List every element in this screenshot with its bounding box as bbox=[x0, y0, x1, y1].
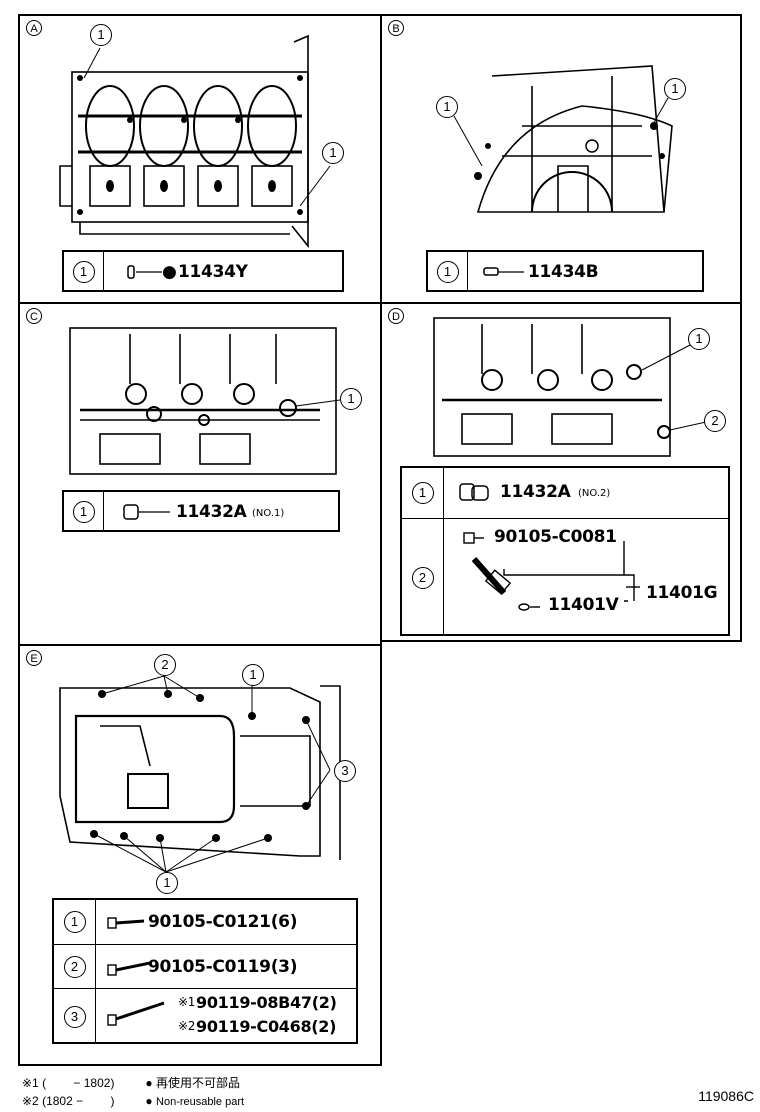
bolt-icon bbox=[107, 961, 151, 976]
footnote-1: ※1 ( − 1802) ● 再使用不可部品 bbox=[22, 1074, 240, 1091]
panel-e: E 2 1 3 1 1 bbox=[18, 644, 382, 1066]
row-number: 3 bbox=[63, 1005, 86, 1028]
parts-table-d: 1 11432A (NO.2) 2 bbox=[400, 466, 730, 636]
cylinder-block-end-drawing bbox=[453, 65, 673, 213]
part-number-oil-jet: 11401V bbox=[548, 595, 619, 615]
table-row: 1 11432A (NO.1) bbox=[64, 492, 338, 532]
part-number-2: 90119-C0468(2) bbox=[196, 1017, 337, 1036]
oil-jet-assembly-icon bbox=[463, 532, 640, 611]
plug-icon bbox=[127, 265, 162, 279]
cylinder-block-side-drawing bbox=[59, 34, 331, 249]
panel-a: A bbox=[18, 14, 382, 304]
part-number-assembly: 11401G bbox=[646, 583, 718, 603]
row-number: 1 bbox=[411, 482, 434, 504]
table-row: 1 11434B bbox=[428, 252, 702, 292]
parts-table-a: 1 ● 11434Y bbox=[62, 250, 344, 292]
part-number: 11432A bbox=[176, 502, 247, 522]
callout-e-2: 2 bbox=[154, 654, 176, 676]
part-number: 90105-C0119(3) bbox=[148, 957, 298, 977]
row-number: 2 bbox=[63, 955, 86, 978]
non-reusable-mark: ● bbox=[162, 262, 177, 282]
bolt-icon bbox=[107, 917, 145, 929]
part-number-1: 90119-08B47(2) bbox=[196, 993, 337, 1012]
panel-d: D 1 2 1 11432A (NO bbox=[380, 302, 742, 642]
parts-table-c: 1 11432A (NO.1) bbox=[62, 490, 340, 532]
cylinder-block-top-drawing-d bbox=[433, 317, 707, 457]
panel-b: B 1 1 1 11434B bbox=[380, 14, 742, 304]
footnote-1-text: 再使用不可部品 bbox=[156, 1076, 241, 1090]
part-note: (NO.2) bbox=[578, 488, 611, 499]
table-row: 1 11432A (NO.2) bbox=[402, 468, 728, 518]
figure-id: 119086C bbox=[698, 1088, 754, 1104]
panel-c: C 1 1 11432A (NO.1) bbox=[18, 302, 382, 646]
callout-e-1-bottom: 1 bbox=[156, 872, 178, 894]
part-number: 90105-C0121(6) bbox=[148, 912, 298, 932]
cylinder-block-top-drawing-c bbox=[69, 327, 341, 475]
pin-icon bbox=[483, 267, 524, 276]
part-number: 11434B bbox=[528, 262, 599, 282]
oil-pan-drawing bbox=[59, 675, 341, 873]
panel-c-letter: C bbox=[26, 308, 42, 324]
table-row: 2 90105-C0081 11401V 11401G bbox=[402, 518, 728, 636]
parts-table-e: 1 90105-C0121(6) 2 90105-C0119(3) 3 ※1 9… bbox=[52, 898, 358, 1044]
callout-d-2: 2 bbox=[704, 410, 726, 432]
long-bolt-icon bbox=[107, 1001, 165, 1026]
plug-icon bbox=[123, 504, 170, 520]
footnote-1-symbol: ● bbox=[145, 1076, 153, 1090]
footnote-2-range: (1802 − ) bbox=[42, 1094, 115, 1108]
callout-e-3: 3 bbox=[334, 760, 356, 782]
table-row: 1 90105-C0121(6) bbox=[54, 900, 356, 944]
callout-d-1: 1 bbox=[688, 328, 710, 350]
footnote-2-text: Non-reusable part bbox=[156, 1096, 245, 1108]
footnote-2-symbol: ● bbox=[145, 1094, 153, 1108]
row-number: 1 bbox=[63, 911, 86, 933]
parts-table-b: 1 11434B bbox=[426, 250, 704, 292]
part-number: 11432A bbox=[500, 482, 571, 502]
plug-icon bbox=[459, 483, 489, 501]
callout-b-1-right: 1 bbox=[664, 78, 686, 100]
part-note: (NO.1) bbox=[252, 508, 285, 519]
footnote-2: ※2 (1802 − ) ● Non-reusable part bbox=[22, 1092, 244, 1109]
panel-b-letter: B bbox=[388, 20, 404, 36]
panel-e-letter: E bbox=[26, 650, 42, 666]
callout-a-1-top: 1 bbox=[90, 24, 112, 46]
row-number: 1 bbox=[72, 501, 95, 523]
table-row: 2 90105-C0119(3) bbox=[54, 944, 356, 988]
table-row: 1 ● 11434Y bbox=[64, 252, 342, 292]
callout-c-1: 1 bbox=[340, 388, 362, 410]
part-number: 11434Y bbox=[178, 262, 248, 282]
callout-a-1-right: 1 bbox=[322, 142, 344, 164]
row-number: 2 bbox=[411, 566, 434, 589]
panel-a-letter: A bbox=[26, 20, 42, 36]
row-number: 1 bbox=[72, 261, 95, 283]
note-mark-2: ※2 bbox=[178, 1019, 196, 1033]
callout-b-1-left: 1 bbox=[436, 96, 458, 118]
part-number-bolt: 90105-C0081 bbox=[494, 527, 617, 547]
callout-e-1-top: 1 bbox=[242, 664, 264, 686]
table-row: 3 ※1 90119-08B47(2) ※2 90119-C0468(2) bbox=[54, 988, 356, 1044]
row-number: 1 bbox=[436, 261, 459, 283]
note-mark-1: ※1 bbox=[178, 995, 196, 1009]
footnote-1-mark: ※1 bbox=[22, 1076, 39, 1090]
panel-d-letter: D bbox=[388, 308, 404, 324]
footnote-1-range: ( − 1802) bbox=[42, 1076, 115, 1090]
footnote-2-mark: ※2 bbox=[22, 1094, 39, 1108]
